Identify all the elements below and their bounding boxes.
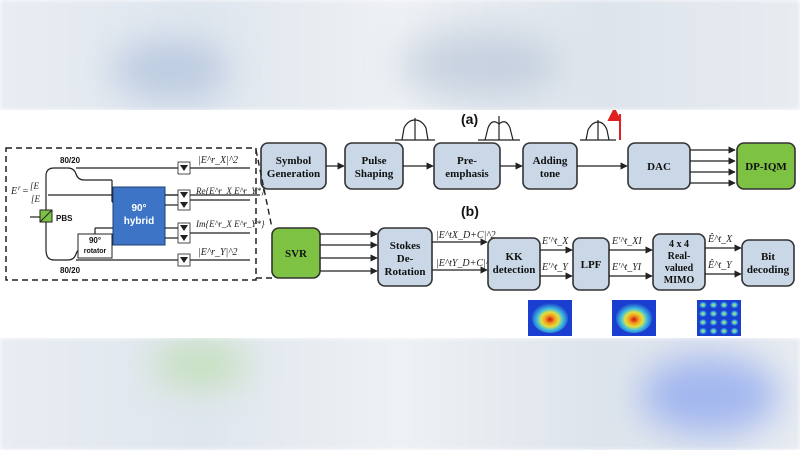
svg-text:decoding: decoding bbox=[747, 264, 790, 276]
constellation-point bbox=[699, 327, 707, 335]
constellation-point bbox=[720, 327, 728, 335]
tx-block-text: Symbol bbox=[276, 155, 311, 167]
constellation-kk-image bbox=[528, 300, 572, 336]
tx-pulse-shaping-block: Pulse Shaping bbox=[344, 142, 404, 190]
svg-text:E'^t_XI: E'^t_XI bbox=[611, 236, 642, 247]
svg-text:|E^tY_D+C|^2: |E^tY_D+C|^2 bbox=[436, 258, 495, 269]
zoom-line bbox=[255, 149, 273, 229]
tx-adding-tone-block: Adding tone bbox=[522, 142, 578, 190]
svg-text:80/20: 80/20 bbox=[60, 266, 81, 275]
rx-svr-block: SVR bbox=[271, 227, 321, 279]
svg-text:PBS: PBS bbox=[56, 214, 73, 223]
svg-text:SVR: SVR bbox=[285, 248, 308, 260]
svg-text:Im{E^r_X E^r_Y*}: Im{E^r_X E^r_Y*} bbox=[195, 219, 265, 229]
svg-text:E: E bbox=[10, 186, 17, 197]
rx-bit-decoding-block: Bit decoding bbox=[741, 239, 795, 287]
spectrum-pulse-shaping bbox=[395, 118, 435, 141]
svg-text:Pulse: Pulse bbox=[361, 155, 386, 167]
svg-text:90°: 90° bbox=[89, 236, 101, 245]
spectrum-adding-tone bbox=[580, 110, 622, 141]
svg-text:LPF: LPF bbox=[581, 259, 602, 271]
tx-symbol-generation-block: Symbol Generation bbox=[260, 142, 327, 190]
svg-text:[E: [E bbox=[30, 181, 40, 191]
constellation-point bbox=[720, 318, 728, 326]
photodiode-icon bbox=[177, 161, 191, 175]
constellation-point bbox=[720, 310, 728, 318]
svg-text:emphasis: emphasis bbox=[445, 168, 489, 180]
svg-text:r: r bbox=[18, 184, 21, 192]
blurred-blob bbox=[400, 30, 560, 100]
svg-text:80/20: 80/20 bbox=[60, 156, 81, 165]
constellation-point bbox=[709, 318, 718, 326]
svr-inset-box bbox=[5, 147, 257, 281]
svg-text:Re{E^r_X E^r_Y*}: Re{E^r_X E^r_Y*} bbox=[195, 186, 265, 196]
tx-symbol-generation-line2: Generation bbox=[267, 168, 320, 180]
rx-kk-detection-block: KK detection bbox=[487, 237, 541, 291]
tx-dac-block: DAC bbox=[627, 142, 691, 190]
svg-text:tone: tone bbox=[540, 168, 560, 180]
constellation-point bbox=[720, 301, 728, 309]
constellation-point bbox=[730, 327, 739, 335]
rx-lpf-block: LPF bbox=[572, 237, 610, 291]
constellation-point bbox=[699, 318, 707, 326]
constellation-point bbox=[730, 310, 739, 318]
svg-text:Ê^t_X: Ê^t_X bbox=[707, 233, 733, 245]
svg-text:|E^r_Y|^2: |E^r_Y|^2 bbox=[198, 247, 238, 258]
svg-text:E'^t_YI: E'^t_YI bbox=[611, 262, 642, 273]
svg-text:|E^r_X|^2: |E^r_X|^2 bbox=[198, 155, 238, 166]
svg-text:=: = bbox=[22, 186, 29, 197]
svg-text:detection: detection bbox=[493, 264, 536, 276]
svg-text:DP-IQM: DP-IQM bbox=[745, 161, 787, 173]
svg-text:DAC: DAC bbox=[647, 161, 671, 173]
spectrum-pre-emphasis bbox=[478, 116, 520, 141]
blurred-blob bbox=[150, 345, 250, 385]
constellation-lpf-image bbox=[612, 300, 656, 336]
constellation-point bbox=[730, 301, 739, 309]
constellation-point bbox=[730, 318, 739, 326]
photodiode-icon bbox=[177, 253, 191, 267]
tx-pre-emphasis-block: Pre- emphasis bbox=[433, 142, 501, 190]
svg-text:Adding: Adding bbox=[533, 155, 568, 167]
svg-text:Pre-: Pre- bbox=[457, 155, 477, 167]
constellation-mimo-image bbox=[697, 300, 741, 336]
svg-text:rotator: rotator bbox=[84, 248, 107, 255]
svg-text:[E: [E bbox=[31, 194, 41, 204]
constellation-point bbox=[709, 310, 718, 318]
svg-text:Real-: Real- bbox=[668, 251, 691, 262]
svg-text:Stokes: Stokes bbox=[390, 240, 421, 252]
balanced-photodiode-icon bbox=[177, 222, 191, 244]
rx-stokes-derotation-block: Stokes De- Rotation bbox=[377, 227, 433, 287]
tx-dp-iqm-block: DP-IQM bbox=[736, 142, 796, 190]
svg-text:hybrid: hybrid bbox=[124, 216, 155, 227]
panel-a-label: (a) bbox=[461, 111, 478, 127]
svg-text:Ê^t_Y: Ê^t_Y bbox=[707, 259, 733, 271]
tx-symbol-generation-line1: Symbol bbox=[276, 155, 311, 167]
svg-text:Bit: Bit bbox=[761, 251, 775, 263]
system-diagram: (a) (b) Symbol Generation Pulse Shaping … bbox=[0, 110, 800, 338]
constellation-point bbox=[699, 301, 707, 309]
svg-text:4 x 4: 4 x 4 bbox=[669, 239, 689, 250]
svg-text:|E^tX_D+C|^2: |E^tX_D+C|^2 bbox=[436, 230, 496, 241]
svg-text:Shaping: Shaping bbox=[355, 168, 394, 180]
svg-text:Rotation: Rotation bbox=[385, 266, 426, 278]
svg-text:KK: KK bbox=[505, 251, 523, 263]
svg-text:90°: 90° bbox=[131, 203, 146, 214]
panel-b-label: (b) bbox=[461, 203, 479, 219]
hybrid-block bbox=[112, 186, 166, 246]
dac-output-arrows bbox=[690, 146, 736, 187]
svg-text:E'^t_Y: E'^t_Y bbox=[541, 262, 569, 273]
blurred-blob bbox=[110, 40, 230, 100]
constellation-point bbox=[699, 310, 707, 318]
rx-mimo-block: 4 x 4 Real- valued MIMO bbox=[652, 233, 706, 291]
svg-text:E'^t_X: E'^t_X bbox=[541, 236, 569, 247]
balanced-photodiode-icon bbox=[177, 189, 191, 211]
blurred-blob bbox=[640, 355, 780, 435]
constellation-point bbox=[709, 301, 718, 309]
svg-text:valued: valued bbox=[665, 263, 694, 274]
constellation-point bbox=[709, 327, 718, 335]
svr-inset: E r = [E [E PBS 80/20 80/20 90° rotator … bbox=[10, 155, 265, 275]
svg-text:De-: De- bbox=[397, 253, 414, 265]
svg-text:MIMO: MIMO bbox=[664, 275, 695, 286]
svr-output-arrows bbox=[320, 230, 378, 275]
